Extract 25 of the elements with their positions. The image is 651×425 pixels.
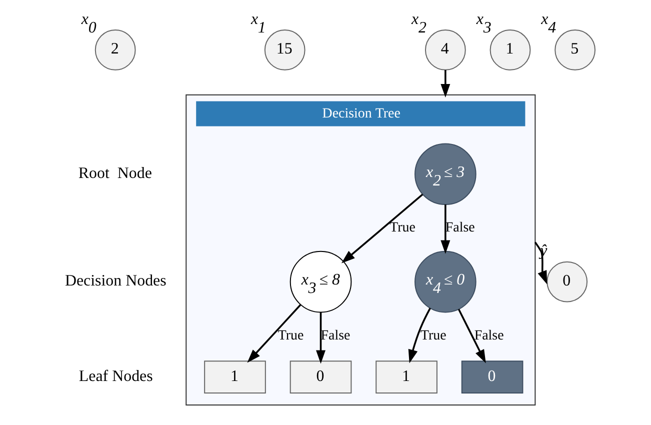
edge-label: True (277, 328, 304, 344)
label: Leaf Nodes (78, 368, 152, 385)
node-box: 1 (375, 360, 437, 394)
edge-label: True (420, 328, 446, 344)
edge-label: True (389, 220, 415, 236)
node-box: 1 (204, 360, 266, 394)
arrow (440, 70, 450, 98)
label: Decision Nodes (64, 272, 166, 290)
edge-label: False (474, 328, 504, 344)
node-circle: 0 (546, 261, 588, 302)
arrow (246, 304, 301, 363)
node-box: 0 (289, 360, 352, 394)
arrow (457, 308, 486, 364)
arrow (408, 308, 430, 364)
node-circle: 15 (264, 30, 305, 70)
edge-label: False (320, 328, 350, 344)
node-circle: 2 (94, 30, 136, 70)
label: Root Node (78, 164, 152, 182)
node-circle: 5 (554, 30, 595, 70)
node-circle: 4 (424, 30, 466, 70)
arrow (316, 312, 326, 364)
node-box: 0 (460, 360, 523, 394)
node-circle: 1 (489, 30, 530, 70)
arrow (440, 204, 450, 254)
arrow (340, 194, 423, 264)
